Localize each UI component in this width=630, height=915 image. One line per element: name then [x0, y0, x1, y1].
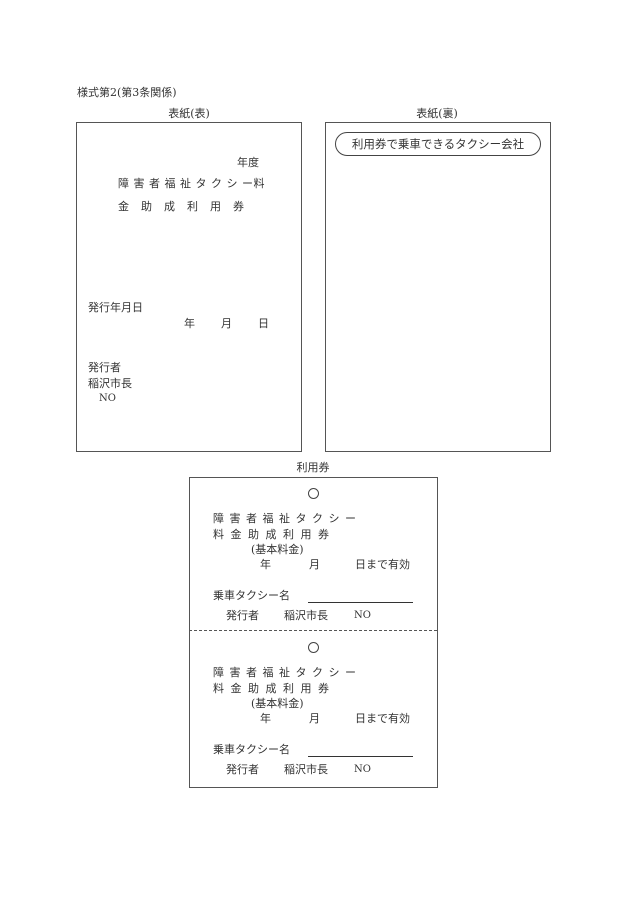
issuer: 稲沢市長 [284, 609, 328, 622]
taxi-name-label: 乗車タクシー名 [213, 743, 290, 756]
issuer-label: 発行者 [226, 609, 259, 622]
issue-date-label: 発行年月日 [88, 301, 143, 314]
number-label: NO [354, 610, 371, 621]
issuer: 稲沢市長 [284, 763, 328, 776]
year-label: 年 [184, 317, 195, 330]
issuer-label: 発行者 [226, 763, 259, 776]
basic-fare: (基本料金) [251, 543, 304, 556]
perforation-line [189, 630, 437, 631]
day-label: 日 [258, 317, 269, 330]
ticket-line2: 料 金 助 成 利 用 券 [213, 682, 331, 695]
punch-hole-icon [308, 642, 319, 653]
taxi-name-label: 乗車タクシー名 [213, 589, 290, 602]
ticket-line1: 障 害 者 福 祉 タ ク シ ー [213, 666, 357, 679]
ticket-name-line1: 障 害 者 福 祉 タ ク シ ー料 [118, 177, 265, 190]
issuer-label: 発行者 [88, 361, 121, 374]
taxi-companies-label: 利用券で乗車できるタクシー会社 [335, 132, 541, 156]
cover-front-title: 表紙(表) [168, 107, 210, 120]
ticket-line2: 料 金 助 成 利 用 券 [213, 528, 331, 541]
cover-back [325, 122, 551, 452]
taxi-name-field[interactable] [308, 756, 413, 757]
cover-back-title: 表紙(裏) [416, 107, 458, 120]
form-label: 様式第2(第3条関係) [77, 86, 177, 99]
year-label: 年 [260, 712, 271, 725]
fiscal-year: 年度 [237, 156, 259, 169]
ticket-title: 利用券 [296, 461, 330, 474]
month-label: 月 [309, 558, 320, 571]
ticket-sheet [189, 477, 438, 788]
taxi-name-field[interactable] [308, 602, 413, 603]
ticket-line1: 障 害 者 福 祉 タ ク シ ー [213, 512, 357, 525]
number-label: NO [354, 764, 371, 775]
number-label: NO [99, 393, 116, 404]
issuer: 稲沢市長 [88, 377, 132, 390]
punch-hole-icon [308, 488, 319, 499]
month-label: 月 [309, 712, 320, 725]
valid-until: 日まで有効 [355, 712, 410, 725]
year-label: 年 [260, 558, 271, 571]
month-label: 月 [221, 317, 232, 330]
ticket-name-line2: 金 助 成 利 用 券 [118, 200, 245, 213]
basic-fare: (基本料金) [251, 697, 304, 710]
valid-until: 日まで有効 [355, 558, 410, 571]
cover-front [76, 122, 302, 452]
